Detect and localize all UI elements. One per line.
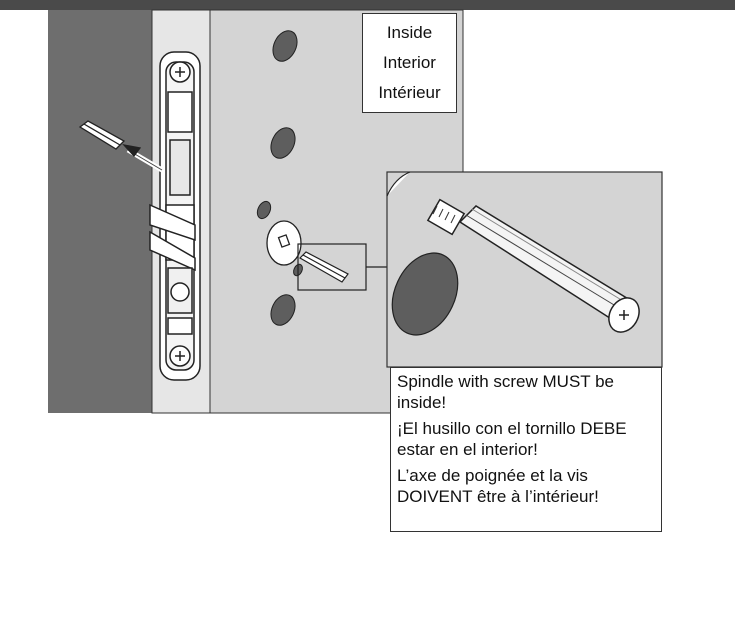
caption-fr: L’axe de poignée et la vis DOIVENT être … [397, 466, 599, 506]
inside-label-en: Inside [386, 23, 433, 42]
caption-es: ¡El husillo con el tornillo DEBE estar e… [397, 419, 627, 459]
warning-caption-box: Spindle with screw MUST be inside! ¡El h… [390, 367, 662, 532]
door-edge [48, 10, 152, 413]
caption-en: Spindle with screw MUST be inside! [397, 372, 614, 412]
lock-faceplate [149, 51, 201, 381]
spindle-hole [266, 220, 302, 266]
header-bar [0, 0, 735, 10]
inside-label-box: Inside Interior Intérieur [362, 13, 457, 113]
door-holes [256, 30, 303, 326]
spindle-in-door [299, 251, 349, 283]
inside-label-es: Interior [383, 53, 436, 72]
magnified-inset [386, 171, 663, 368]
spindle-small-left [78, 120, 164, 173]
inside-label-fr: Intérieur [378, 83, 441, 102]
